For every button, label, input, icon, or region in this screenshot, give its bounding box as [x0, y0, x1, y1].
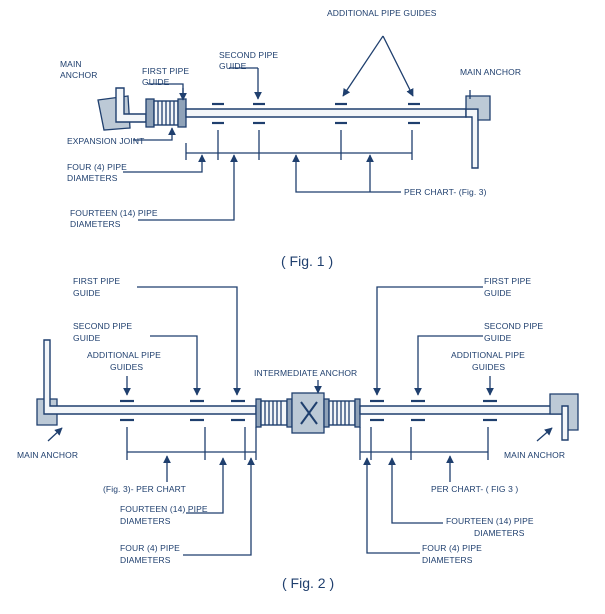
fig2-additional-guides-left-label-2: GUIDES	[110, 362, 143, 372]
fig1-main-anchor-left-label-2: ANCHOR	[60, 70, 97, 80]
fig2-caption: ( Fig. 2 )	[282, 575, 334, 591]
fig2-main-anchor-right	[359, 393, 579, 441]
fig2-second-guide-left-label-2: GUIDE	[73, 333, 101, 343]
fig1-first-guide-label-2: GUIDE	[142, 77, 170, 87]
fig2-leaders	[47, 286, 553, 556]
fig1-first-guide-label-1: FIRST PIPE	[142, 66, 189, 76]
fig2-four-right-label-2: DIAMETERS	[422, 555, 473, 565]
fig2-intermediate-anchor	[291, 392, 325, 434]
fig2-second-guide-right-label-2: GUIDE	[484, 333, 512, 343]
fig1-pipe-guides	[212, 102, 420, 125]
fig2-fourteen-right-label-2: DIAMETERS	[474, 528, 525, 538]
fig2-main-anchor-left-label: MAIN ANCHOR	[17, 450, 78, 460]
fig1-expansion-joint	[145, 98, 187, 128]
fig2-additional-guides-right-label-1: ADDITIONAL PIPE	[451, 350, 525, 360]
fig2-first-guide-left-label-1: FIRST PIPE	[73, 276, 120, 286]
fig1-main-anchor-right-label: MAIN ANCHOR	[460, 67, 521, 77]
fig2-per-chart-left-label: (Fig. 3)- PER CHART	[103, 484, 186, 494]
fig2-additional-guides-right-label-2: GUIDES	[472, 362, 505, 372]
fig1-second-guide-label-1: SECOND PIPE	[219, 50, 278, 60]
fig2-fourteen-left-label-2: DIAMETERS	[120, 516, 171, 526]
fig2-fourteen-left-label-1: FOURTEEN (14) PIPE	[120, 504, 208, 514]
fig1-fourteen-diam-label-1: FOURTEEN (14) PIPE	[70, 208, 158, 218]
fig1-dimension-line	[185, 130, 413, 160]
fig2-four-left-label-1: FOUR (4) PIPE	[120, 543, 180, 553]
fig2-second-guide-right-label-1: SECOND PIPE	[484, 321, 543, 331]
fig2-four-right-label-1: FOUR (4) PIPE	[422, 543, 482, 553]
fig2-per-chart-right-label: PER CHART- ( FIG 3 )	[431, 484, 518, 494]
fig1-expansion-joint-label: EXPANSION JOINT	[67, 136, 144, 146]
fig2-dimension-lines	[126, 427, 489, 460]
fig1-main-anchor-left-label-1: MAIN	[60, 59, 82, 69]
figure-2: FIRST PIPE GUIDE SECOND PIPE GUIDE ADDIT…	[17, 276, 579, 591]
fig2-main-anchor-right-label: MAIN ANCHOR	[504, 450, 565, 460]
figure-1: ADDITIONAL PIPE GUIDES MAIN ANCHOR FIRST…	[60, 8, 521, 269]
fig2-second-guide-left-label-1: SECOND PIPE	[73, 321, 132, 331]
fig2-four-left-label-2: DIAMETERS	[120, 555, 171, 565]
fig1-additional-guides-label: ADDITIONAL PIPE GUIDES	[327, 8, 437, 18]
fig1-leaders	[123, 35, 471, 221]
fig2-intermediate-anchor-label: INTERMEDIATE ANCHOR	[254, 368, 357, 378]
fig1-main-anchor-left	[97, 87, 147, 131]
fig2-additional-guides-left-label-1: ADDITIONAL PIPE	[87, 350, 161, 360]
fig2-first-guide-left-label-2: GUIDE	[73, 288, 101, 298]
fig2-pipe-guides	[120, 399, 497, 422]
fig1-second-guide-label-2: GUIDE	[219, 61, 247, 71]
fig2-expansion-joint-left	[255, 398, 293, 428]
fig1-fourteen-diam-label-2: DIAMETERS	[70, 219, 121, 229]
fig1-pipe	[185, 95, 491, 169]
fig2-fourteen-right-label-1: FOURTEEN (14) PIPE	[446, 516, 534, 526]
fig1-four-diam-label-1: FOUR (4) PIPE	[67, 162, 127, 172]
fig2-expansion-joint-right	[323, 398, 361, 428]
fig1-caption: ( Fig. 1 )	[281, 253, 333, 269]
fig1-four-diam-label-2: DIAMETERS	[67, 173, 118, 183]
fig2-first-guide-right-label-2: GUIDE	[484, 288, 512, 298]
fig1-per-chart-label: PER CHART- (Fig. 3)	[404, 187, 487, 197]
fig2-first-guide-right-label-1: FIRST PIPE	[484, 276, 531, 286]
